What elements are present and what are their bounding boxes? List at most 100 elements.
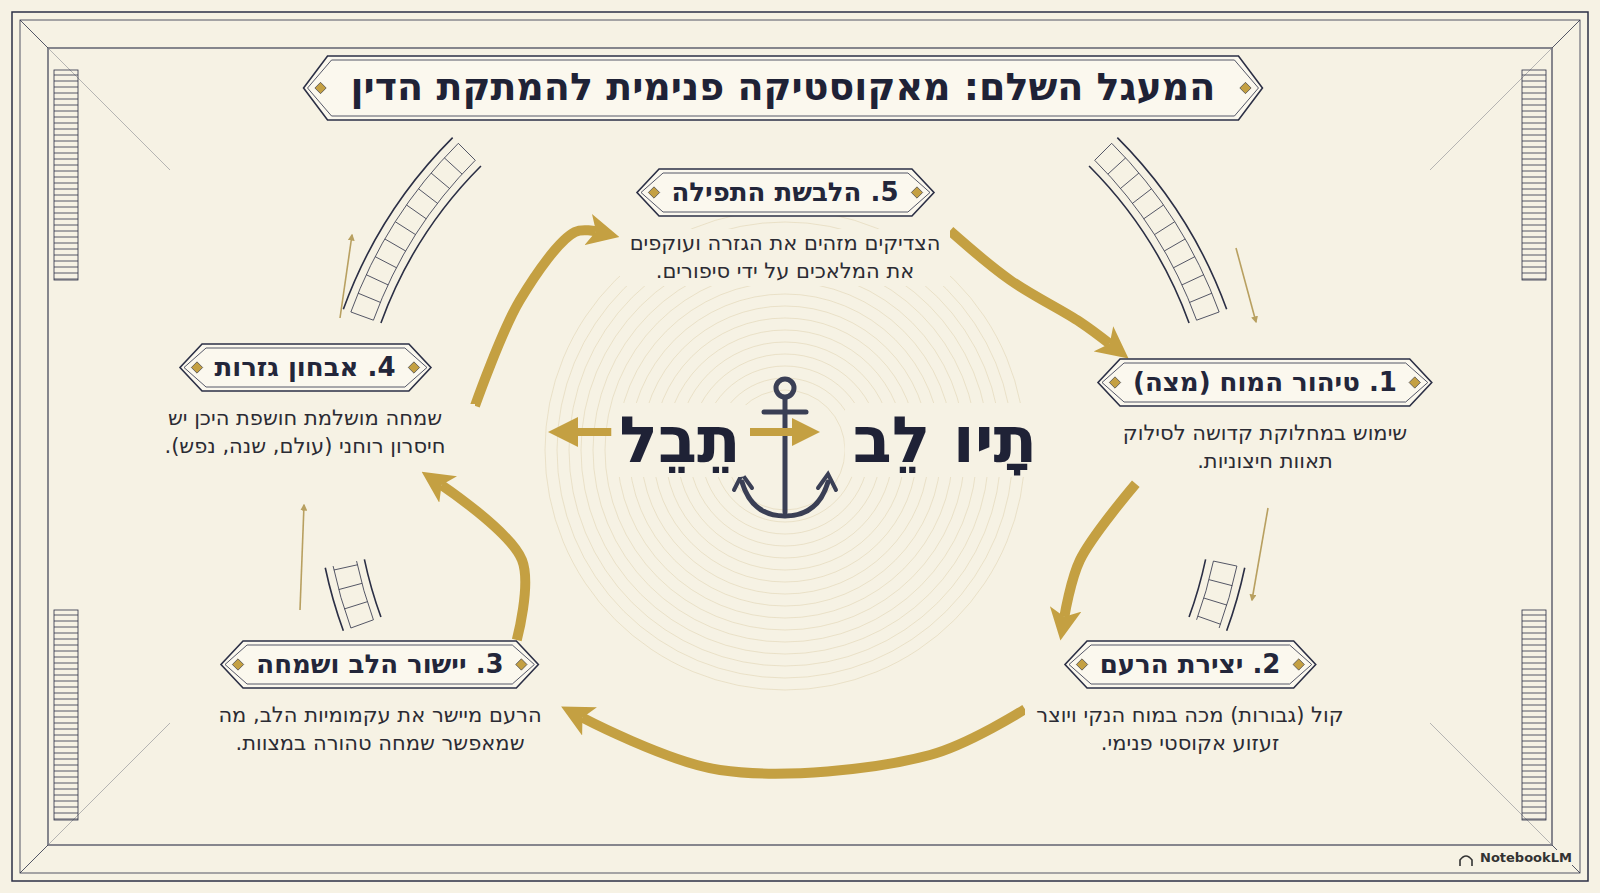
ring-arc bbox=[1227, 568, 1245, 631]
anchor-stock bbox=[764, 410, 806, 415]
banner-inner-outline bbox=[225, 645, 534, 684]
striped-panel bbox=[1522, 610, 1546, 820]
step-heading: 4. אבחון גזרות bbox=[215, 352, 396, 382]
watermark-glyph bbox=[1460, 856, 1472, 866]
ring-arc bbox=[343, 138, 452, 310]
ring-tick bbox=[344, 602, 367, 609]
banner-outline bbox=[180, 344, 431, 391]
connectors bbox=[442, 230, 1136, 773]
frame-middle bbox=[20, 20, 1580, 873]
ring-tick bbox=[418, 189, 437, 204]
step-description: שימוש במחלוקת קדושה לסילוק תאוות חיצוניו… bbox=[1095, 419, 1435, 476]
step-description: הרעם מיישר את עקמומיות הלב, מה שמאפשר שמ… bbox=[200, 701, 560, 758]
step-banner: 3. יישור הלב ושמחה bbox=[220, 640, 539, 689]
step-node: 4. אבחון גזרות שמחה מושלמת חושפת היכן יש … bbox=[135, 343, 475, 469]
gold-arrow-head bbox=[792, 418, 820, 446]
banner-outline bbox=[1065, 641, 1316, 688]
ring-tick bbox=[1190, 293, 1212, 302]
banner-diamond bbox=[1409, 377, 1420, 388]
banner-diamond bbox=[315, 82, 326, 93]
anchor-arms bbox=[742, 482, 828, 516]
frame-outer bbox=[12, 12, 1588, 881]
step-node: 5. הלבשת התפילה הצדיקים מזהים את הגזרה וע… bbox=[620, 168, 950, 294]
step-heading: 5. הלבשת התפילה bbox=[672, 177, 899, 207]
banner-diamond bbox=[648, 187, 659, 198]
ring-arc bbox=[1197, 561, 1214, 620]
ring-tick bbox=[1213, 561, 1236, 566]
banner-inner-outline bbox=[184, 348, 427, 387]
gold-arrow-head bbox=[548, 417, 578, 447]
step-banner: 1. טיהור המוח (מצה) bbox=[1097, 358, 1433, 407]
ring-tick bbox=[395, 222, 415, 235]
watermark-icon bbox=[1460, 856, 1472, 866]
ring-tick bbox=[375, 257, 396, 268]
thin-arrow bbox=[1236, 248, 1256, 322]
ring-tick bbox=[1198, 616, 1221, 624]
ring-tick bbox=[1132, 189, 1151, 204]
ring-tick bbox=[339, 583, 362, 589]
banner-inner-outline bbox=[641, 173, 930, 212]
ring-tick bbox=[385, 239, 406, 251]
ring-tick bbox=[1197, 312, 1220, 320]
ring-arc bbox=[1189, 559, 1206, 617]
banner-inner-outline bbox=[1102, 363, 1428, 402]
ring-arc bbox=[1219, 566, 1237, 628]
anchor-ring bbox=[776, 379, 794, 397]
step-description: הצדיקים מזהים את הגזרה ועוקפים את המלאכי… bbox=[620, 229, 950, 286]
ring-tick bbox=[366, 275, 388, 285]
ring-arc bbox=[1089, 166, 1189, 323]
thin-arrow bbox=[1252, 508, 1268, 600]
ring-tick bbox=[351, 312, 374, 320]
frame-corner bbox=[1552, 20, 1580, 48]
cycle-arrow bbox=[1064, 484, 1135, 617]
thin-arrow bbox=[300, 505, 304, 610]
ring-tick bbox=[1154, 222, 1174, 235]
ring-tick bbox=[1182, 275, 1204, 285]
frame-corner bbox=[20, 20, 48, 48]
striped-panels bbox=[54, 70, 1546, 820]
frame-inner bbox=[48, 48, 1552, 845]
center-word: תֵבֵל bbox=[611, 403, 748, 477]
step-description: שמחה מושלמת חושפת היכן יש חיסרון רוחני (… bbox=[135, 404, 475, 461]
anchor-fluke bbox=[818, 474, 836, 490]
ring-tick bbox=[458, 143, 475, 160]
cycle-arrow bbox=[475, 230, 596, 406]
step-heading: 3. יישור הלב ושמחה bbox=[256, 649, 503, 679]
step-node: 1. טיהור המוח (מצה) שימוש במחלוקת קדושה ל… bbox=[1095, 358, 1435, 484]
banner-diamond bbox=[1293, 659, 1304, 670]
step-banner: 5. הלבשת התפילה bbox=[636, 168, 935, 217]
banner-diamond bbox=[1109, 377, 1120, 388]
ring-arc bbox=[351, 143, 458, 312]
ring-tick bbox=[358, 293, 380, 302]
anchor-symbol bbox=[734, 379, 836, 516]
ring-tick bbox=[1174, 257, 1195, 268]
ring-tick bbox=[1108, 158, 1126, 174]
step-node: 2. יצירת הרעם קול (גבורות) מכה במוח הנקי … bbox=[1025, 640, 1355, 766]
ring-arc bbox=[325, 568, 343, 631]
frame bbox=[12, 12, 1588, 881]
ring-tick bbox=[444, 158, 462, 174]
ring-tick bbox=[1121, 173, 1139, 188]
banner-diamond bbox=[516, 659, 527, 670]
banner-diamond bbox=[408, 362, 419, 373]
ring-arc bbox=[364, 559, 381, 617]
ring-arc bbox=[357, 561, 374, 620]
step-banner: 2. יצירת הרעם bbox=[1064, 640, 1317, 689]
banner-diamond bbox=[233, 659, 244, 670]
title: המעגל השלם: מאקוסטיקה פנימית להמתקת הדין bbox=[351, 65, 1216, 109]
ring-arc bbox=[1117, 138, 1226, 310]
step-heading: 2. יצירת הרעם bbox=[1100, 649, 1281, 679]
ring-tick bbox=[1209, 580, 1232, 586]
ring-arc bbox=[373, 160, 475, 320]
banner-inner-outline bbox=[1069, 645, 1312, 684]
step-description: קול (גבורות) מכה במוח הנקי ויוצר זעזוע א… bbox=[1025, 701, 1355, 758]
step-heading: 1. טיהור המוח (מצה) bbox=[1133, 367, 1397, 397]
banner-diamond bbox=[191, 362, 202, 373]
step-banner: 4. אבחון גזרות bbox=[179, 343, 432, 392]
frame-corner bbox=[20, 845, 48, 873]
gold-arrow-shaft bbox=[572, 428, 616, 436]
ring-tick bbox=[1144, 205, 1164, 219]
cycle-arrow bbox=[950, 231, 1110, 344]
watermark: NotebookLM bbox=[1478, 850, 1574, 865]
ring-tick bbox=[1095, 143, 1112, 160]
